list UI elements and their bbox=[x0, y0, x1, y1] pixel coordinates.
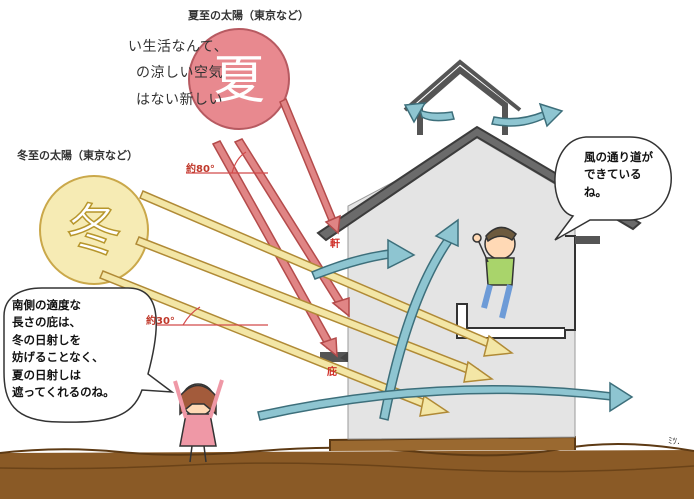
girl-bubble-line: 南側の適度な bbox=[12, 298, 81, 312]
eaves-label: 軒 bbox=[330, 239, 340, 250]
angle-markers bbox=[142, 151, 268, 326]
boy-bubble-text: 風の通り道ができているね。 bbox=[584, 150, 653, 199]
summer-sun-glyph: 夏 bbox=[213, 51, 265, 111]
sill-label: 庇 bbox=[327, 367, 337, 378]
girl-bubble-line: 遮ってくれるのね。 bbox=[12, 385, 115, 400]
girl-bubble-line: 夏の日射しは bbox=[12, 367, 81, 382]
girl-bubble-text: 南側の適度な 長さの庇は、 冬の日射しを 妨げることなく、 夏の日射しは 遮って… bbox=[12, 297, 115, 402]
winter-sun-glyph: 冬 bbox=[66, 199, 122, 264]
girl-bubble-line: 長さの庇は、 bbox=[12, 315, 81, 330]
boy-bubble-shape bbox=[554, 136, 672, 241]
girl-figure bbox=[173, 379, 224, 463]
intro-line-1: い生活なんて、 bbox=[128, 39, 229, 55]
summer-sun: 夏 bbox=[188, 28, 290, 130]
winter-angle-label: 約30° bbox=[146, 316, 175, 327]
winter-sun-caption: 冬至の太陽（東京など） bbox=[17, 149, 138, 162]
ground bbox=[0, 435, 694, 499]
intro-line-3: はない新しい bbox=[136, 92, 223, 108]
girl-bubble-line: 妨げることなく、 bbox=[12, 350, 104, 365]
winter-sun: 冬 bbox=[39, 175, 149, 285]
girl-bubble-line: 冬の日射しを bbox=[12, 332, 81, 347]
intro-line-2: の涼しい空気 bbox=[136, 65, 223, 81]
girl-bubble-shape bbox=[3, 287, 175, 423]
wind-arrows bbox=[257, 102, 634, 421]
house bbox=[316, 59, 642, 440]
summer-angle-label: 約80° bbox=[186, 164, 215, 175]
boy-figure bbox=[472, 226, 517, 319]
artist-signature: ﾐﾂ. bbox=[668, 437, 680, 447]
summer-sun-caption: 夏至の太陽（東京など） bbox=[188, 9, 309, 22]
